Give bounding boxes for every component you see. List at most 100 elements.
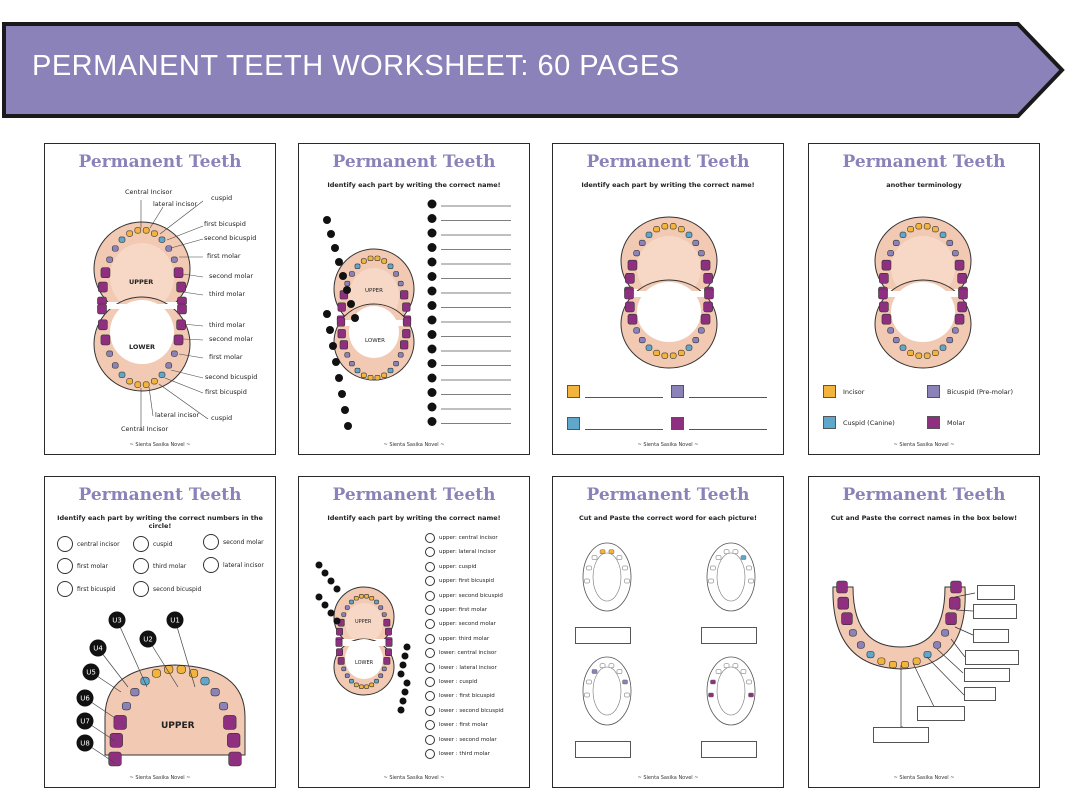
incisor-tooth	[164, 665, 174, 674]
answer-circle[interactable]	[203, 534, 219, 550]
paste-box[interactable]	[873, 727, 929, 743]
bicuspid-tooth	[344, 605, 350, 610]
incisor-tooth	[151, 230, 158, 237]
paste-box[interactable]	[964, 668, 1010, 682]
option-label: central incisor	[77, 541, 120, 548]
incisor-tooth	[923, 352, 931, 359]
legend-swatch-bicuspid	[927, 385, 940, 398]
worksheet-page-2[interactable]: Permanent Teeth Identify each part by wr…	[298, 143, 530, 455]
number-badge	[427, 214, 437, 223]
outline-tooth	[723, 549, 730, 555]
molar-tooth	[228, 751, 242, 767]
number-badge	[427, 315, 437, 325]
bicuspid-tooth	[349, 360, 355, 367]
molar-tooth	[385, 648, 392, 656]
answer-circle[interactable]	[425, 561, 435, 572]
molar-tooth	[109, 732, 123, 748]
outline-tooth	[616, 555, 623, 560]
molar-tooth	[337, 657, 345, 665]
worksheet-page-7[interactable]: Permanent Teeth Cut and Paste the correc…	[552, 476, 784, 788]
bicuspid-tooth	[397, 352, 404, 358]
tooth-list-item: lower : cuspid	[439, 679, 478, 685]
answer-circle[interactable]	[425, 619, 435, 630]
paste-box[interactable]	[575, 741, 631, 758]
answer-circle[interactable]	[425, 749, 435, 759]
answer-circle[interactable]	[203, 557, 219, 573]
answer-line[interactable]	[585, 429, 663, 430]
paste-box[interactable]	[965, 650, 1019, 665]
answer-circle[interactable]	[425, 648, 435, 659]
label-lower: LOWER	[365, 338, 385, 344]
cuspid-tooth	[923, 650, 932, 659]
molar-tooth	[400, 290, 409, 300]
bicuspid-tooth	[381, 666, 387, 672]
outline-tooth	[708, 578, 714, 584]
incisor-tooth	[669, 352, 677, 359]
paste-box[interactable]	[973, 604, 1017, 619]
cuspid-tooth	[158, 236, 166, 243]
paste-box[interactable]	[977, 585, 1015, 600]
incisor-tooth	[915, 223, 923, 230]
bicuspid-tooth	[393, 271, 399, 277]
worksheet-page-1[interactable]: Permanent Teeth Central Incisor lateral …	[44, 143, 276, 455]
answer-circle[interactable]	[425, 720, 435, 731]
answer-circle[interactable]	[133, 536, 149, 552]
answer-circle[interactable]	[425, 633, 435, 644]
worksheet-page-4[interactable]: Permanent Teeth another terminology Inci…	[808, 143, 1040, 455]
page-subtitle: Identify each part by writing the correc…	[581, 181, 755, 189]
incisor-tooth	[367, 255, 374, 261]
paste-box[interactable]	[973, 629, 1009, 643]
answer-circle[interactable]	[425, 576, 435, 587]
tooth-number-badge-text: U3	[112, 617, 122, 625]
number-badge	[327, 609, 335, 617]
answer-circle[interactable]	[57, 581, 73, 597]
answer-circle[interactable]	[425, 605, 435, 615]
answer-circle[interactable]	[133, 581, 149, 597]
paste-box[interactable]	[701, 741, 757, 758]
outline-tooth	[599, 549, 606, 555]
answer-circle[interactable]	[57, 558, 73, 574]
answer-circle[interactable]	[133, 558, 149, 574]
bicuspid-tooth	[344, 673, 350, 678]
number-badge	[315, 593, 323, 601]
number-badge	[323, 310, 331, 318]
number-badge	[427, 243, 437, 252]
paste-box[interactable]	[575, 627, 631, 644]
tooth-list-item: lower : lateral incisor	[439, 664, 497, 671]
cut-and-paste-arches	[582, 542, 756, 726]
paste-box[interactable]	[917, 706, 965, 721]
worksheet-page-6[interactable]: Permanent Teeth Identify each part by wr…	[298, 476, 530, 788]
bicuspid-tooth	[892, 239, 900, 247]
answer-line[interactable]	[585, 397, 663, 398]
worksheet-page-3[interactable]: Permanent Teeth Identify each part by wr…	[552, 143, 784, 455]
answer-line[interactable]	[689, 429, 767, 430]
outline-arch-inner	[592, 552, 622, 602]
cuspid-tooth	[387, 263, 394, 269]
bicuspid-tooth	[946, 337, 954, 344]
paste-box[interactable]	[701, 627, 757, 644]
label-lower-lateral-incisor: lateral incisor	[155, 411, 200, 419]
answer-circle[interactable]	[425, 547, 435, 558]
bicuspid-tooth	[946, 239, 954, 247]
page-footer: ~ Sienta Sasika Novel ~	[893, 775, 955, 781]
molar-tooth	[400, 340, 409, 350]
answer-circle[interactable]	[57, 536, 73, 552]
bicuspid-tooth	[848, 629, 857, 637]
paste-box[interactable]	[964, 687, 996, 701]
answer-line[interactable]	[689, 397, 767, 398]
molar-tooth	[881, 313, 892, 325]
answer-circle[interactable]	[425, 734, 435, 745]
tooth-number-badge	[166, 611, 184, 629]
answer-circle[interactable]	[425, 691, 435, 702]
answer-circle[interactable]	[425, 590, 435, 601]
bicuspid-tooth	[378, 673, 384, 678]
answer-circle[interactable]	[425, 677, 435, 687]
outline-tooth	[599, 663, 606, 669]
answer-circle[interactable]	[425, 705, 435, 716]
legend-swatch-bicuspid	[671, 385, 684, 398]
worksheet-page-8[interactable]: Permanent Teeth Cut and Paste the correc…	[808, 476, 1040, 788]
number-badge	[321, 601, 329, 609]
answer-circle[interactable]	[425, 662, 435, 673]
answer-circle[interactable]	[425, 533, 435, 543]
